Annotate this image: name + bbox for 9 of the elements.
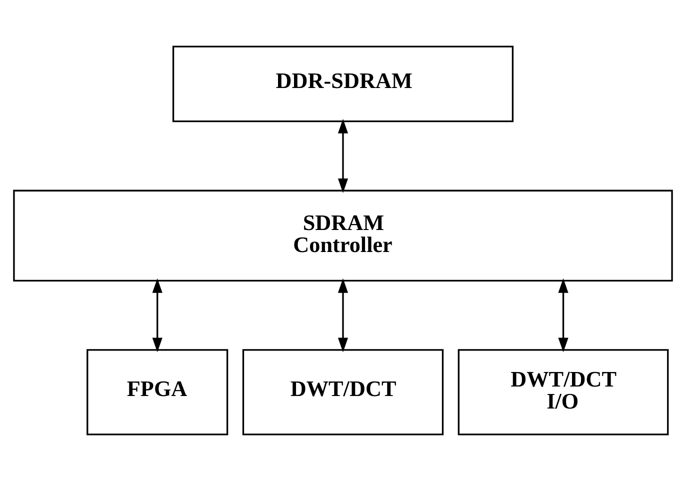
node-box: FPGA <box>86 349 228 436</box>
arrow <box>338 278 348 352</box>
node-box: DWT/DCT <box>242 349 444 436</box>
node-box: DWT/DCT I/O <box>458 349 669 436</box>
node-box: DDR-SDRAM <box>172 46 514 122</box>
arrow <box>152 278 162 352</box>
arrow <box>338 118 348 193</box>
arrow <box>558 278 568 352</box>
node-box: SDRAM Controller <box>13 190 673 282</box>
